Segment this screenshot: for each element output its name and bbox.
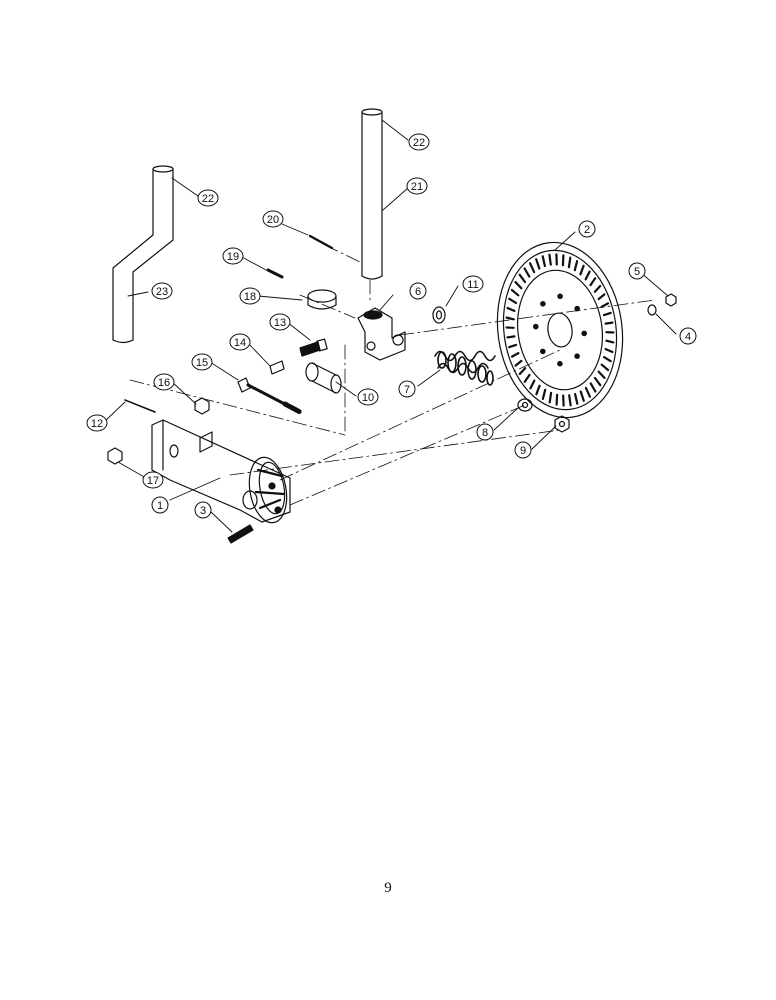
callout-16-label: 16 <box>158 377 170 389</box>
callout-22b: 22 <box>197 189 219 207</box>
callout-8-label: 8 <box>482 427 488 439</box>
callout-1: 1 <box>151 496 169 514</box>
callout-23: 23 <box>151 282 173 300</box>
washer-part-4 <box>647 304 657 316</box>
callout-9: 9 <box>514 441 532 459</box>
callout-18: 18 <box>239 287 261 305</box>
coil-spring-part <box>434 350 496 386</box>
callout-15: 15 <box>191 353 213 371</box>
nut-part-17 <box>107 447 123 465</box>
clamp-collar-part <box>307 289 337 310</box>
callout-23-label: 23 <box>156 286 168 298</box>
callout-15-label: 15 <box>196 357 208 369</box>
callout-22a-label: 22 <box>413 137 425 149</box>
callout-18-label: 18 <box>244 291 256 303</box>
nut-part-9 <box>554 415 570 433</box>
holder-block-part <box>357 307 406 361</box>
callout-21: 21 <box>406 177 428 195</box>
callout-2-label: 2 <box>584 224 590 236</box>
long-bolt-part-15 <box>237 377 303 415</box>
callout-11-label: 11 <box>467 279 478 291</box>
callout-19-label: 19 <box>227 251 239 263</box>
callout-1-label: 1 <box>157 500 163 512</box>
bushing-part-14 <box>269 360 285 375</box>
callout-12: 12 <box>86 414 108 432</box>
callout-22b-label: 22 <box>202 193 214 205</box>
washer-part-11 <box>432 306 446 324</box>
sleeve-part-10 <box>305 362 342 394</box>
callout-4: 4 <box>679 327 697 345</box>
callout-5: 5 <box>628 262 646 280</box>
leader-lines <box>103 119 677 533</box>
callout-7: 7 <box>398 380 416 398</box>
pin-part-12 <box>124 399 156 413</box>
callout-20-label: 20 <box>267 214 279 226</box>
callout-10-label: 10 <box>362 392 374 404</box>
callout-3: 3 <box>194 501 212 519</box>
callout-10: 10 <box>357 388 379 406</box>
callout-17-label: 17 <box>147 475 159 487</box>
callout-6: 6 <box>409 282 427 300</box>
page-number: 9 <box>384 880 392 896</box>
callout-9-label: 9 <box>520 445 526 457</box>
callout-3-label: 3 <box>200 505 206 517</box>
disc-wheel-part <box>496 241 624 419</box>
nut-part-5 <box>665 293 677 307</box>
callout-14-label: 14 <box>234 337 246 349</box>
callout-21-label: 21 <box>411 181 423 193</box>
callout-6-label: 6 <box>415 286 421 298</box>
small-screw-part <box>266 268 284 279</box>
callout-17: 17 <box>142 471 164 489</box>
pin-part <box>308 234 334 250</box>
arm-part <box>151 419 291 524</box>
callout-13: 13 <box>269 313 291 331</box>
bolt-part-13 <box>299 338 328 357</box>
washer-part-8 <box>517 398 533 412</box>
callout-20: 20 <box>262 210 284 228</box>
assembly-lines <box>129 244 656 506</box>
straight-tube-part <box>361 108 383 280</box>
callout-4-label: 4 <box>685 331 691 343</box>
callout-7-label: 7 <box>404 384 410 396</box>
screw-part-3 <box>227 524 254 544</box>
callout-16: 16 <box>153 373 175 391</box>
curved-tube-part <box>112 165 174 344</box>
callout-22a: 22 <box>408 133 430 151</box>
callout-11: 11 <box>462 275 484 293</box>
callout-12-label: 12 <box>91 418 103 430</box>
callout-13-label: 13 <box>274 317 286 329</box>
callout-8: 8 <box>476 423 494 441</box>
nut-part-16 <box>194 397 210 415</box>
callout-19: 19 <box>222 247 244 265</box>
callout-2: 2 <box>578 220 596 238</box>
callout-5-label: 5 <box>634 266 640 278</box>
callout-14: 14 <box>229 333 251 351</box>
